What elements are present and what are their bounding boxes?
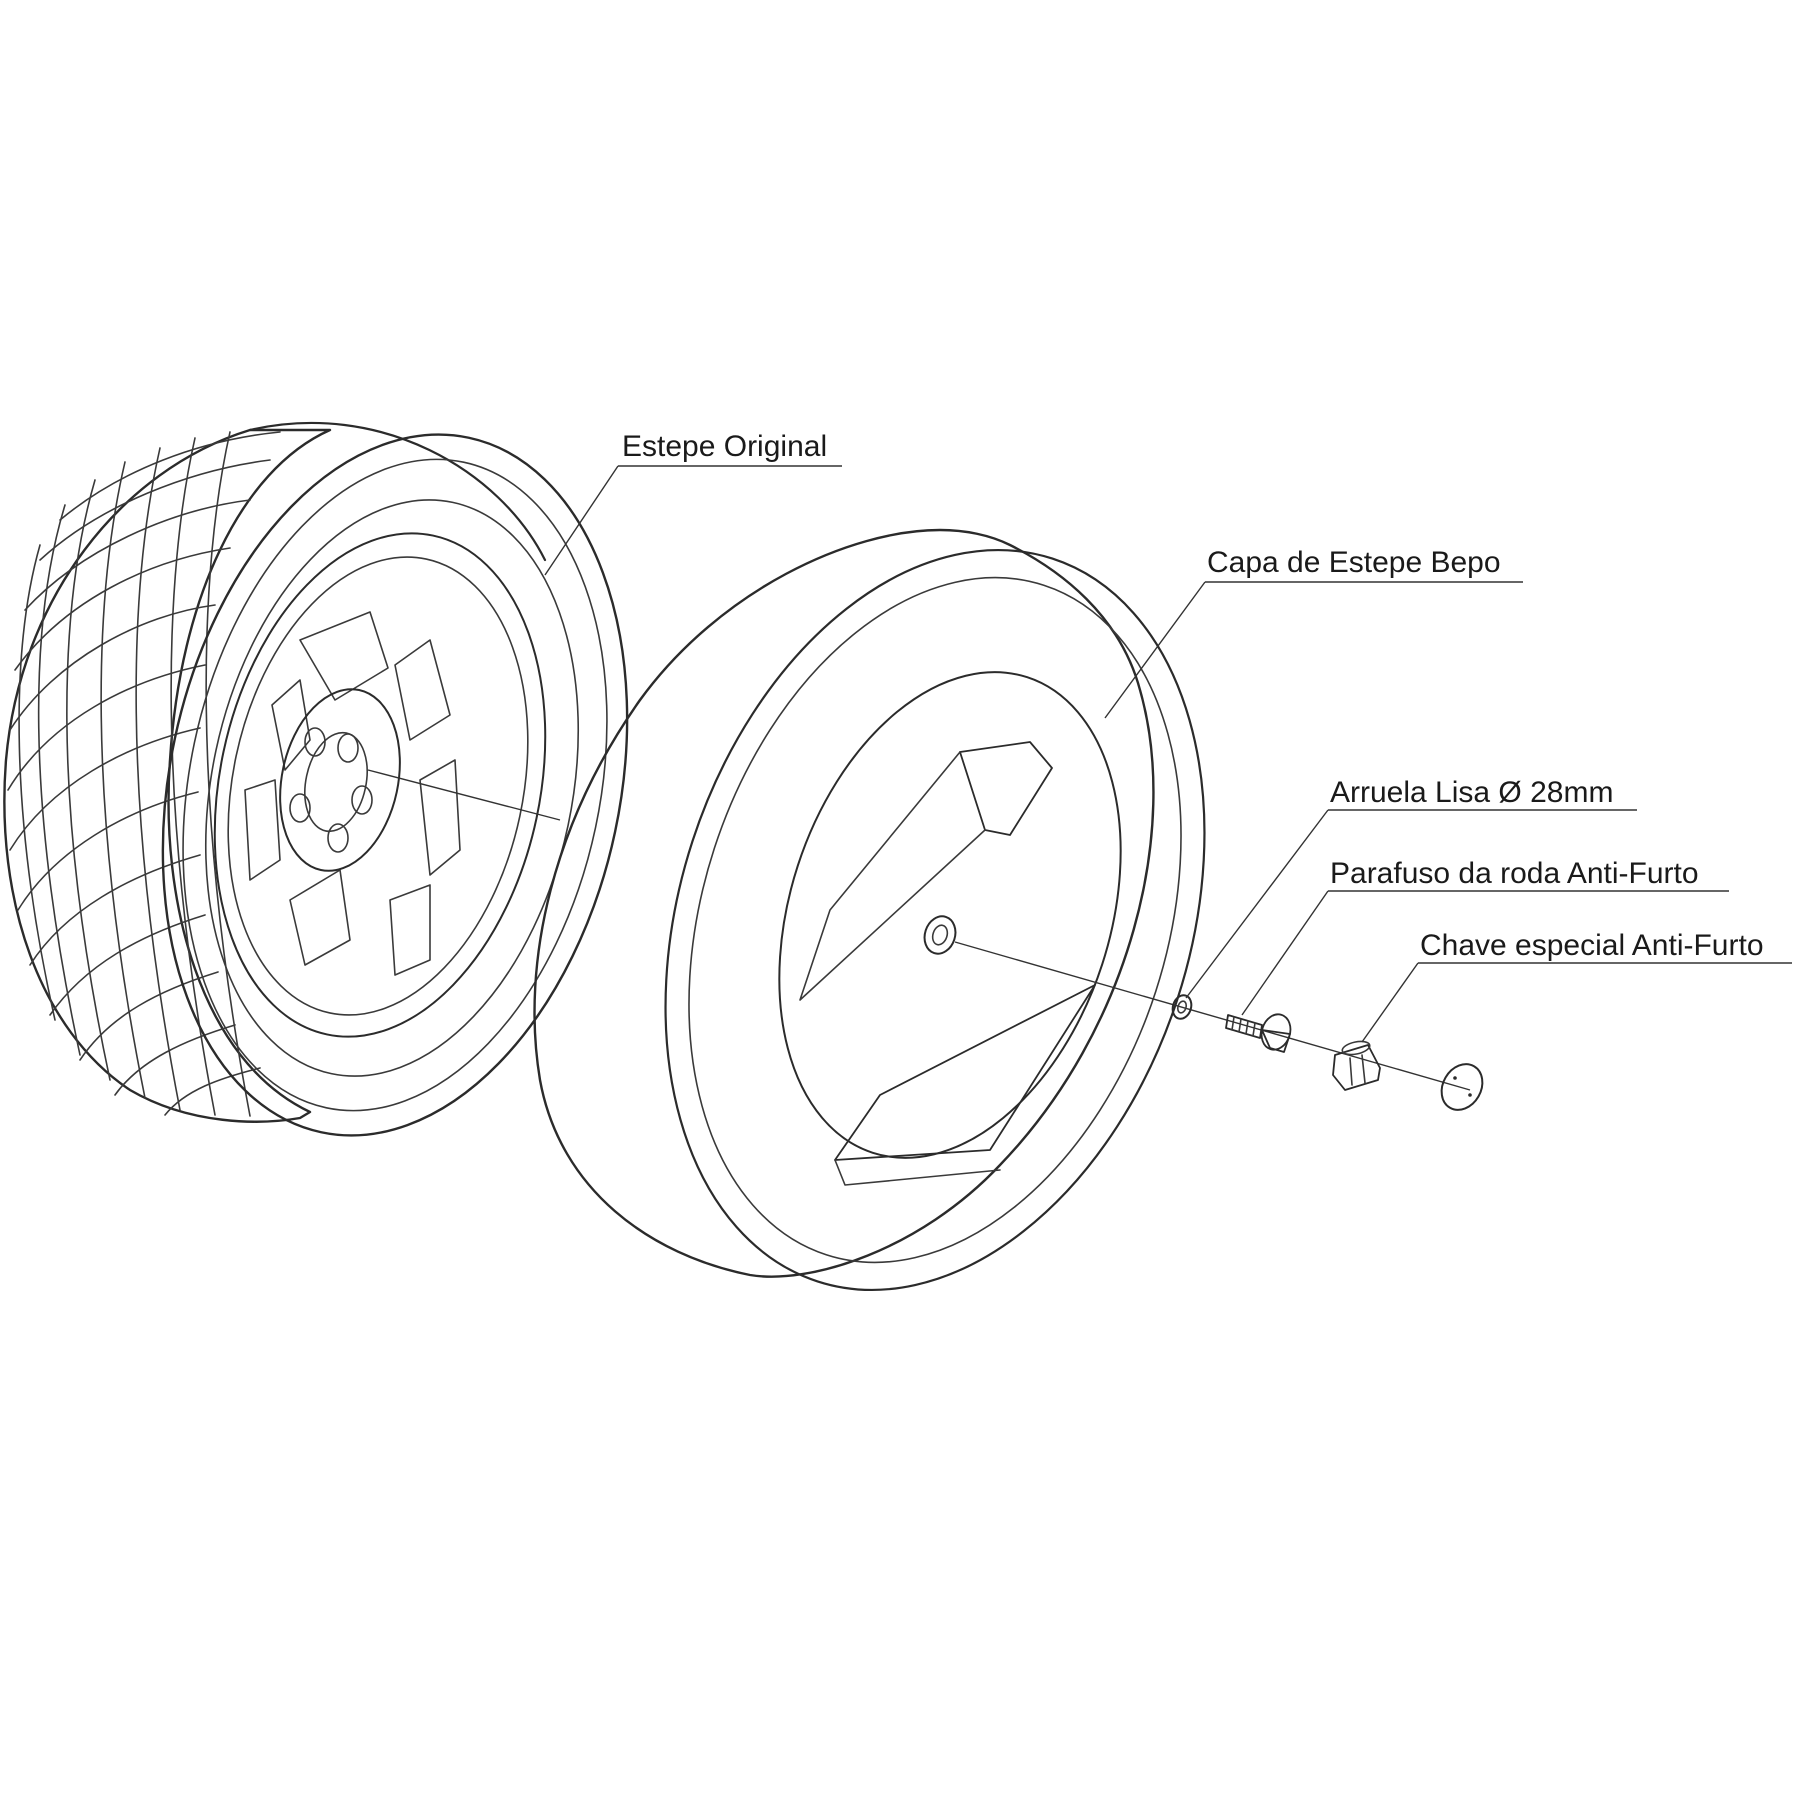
label-estepe-original: Estepe Original: [622, 430, 827, 463]
spare-tire-cover-drawing: [533, 528, 1206, 1291]
callout-arruela: Arruela Lisa Ø 28mm: [1185, 776, 1637, 999]
rim-spokes: [244, 611, 461, 976]
label-parafuso: Parafuso da roda Anti-Furto: [1330, 857, 1699, 890]
tire-tread-pattern: [7, 431, 281, 1117]
spare-tire-drawing: [3, 421, 629, 1137]
callout-capa-de-estepe: Capa de Estepe Bepo: [1104, 546, 1523, 719]
key-disc-part: [1440, 1063, 1484, 1111]
anti-theft-bolt-part: [1225, 1013, 1292, 1053]
callout-parafuso: Parafuso da roda Anti-Furto: [1241, 857, 1729, 1016]
lug-studs: [289, 727, 373, 853]
callout-chave: Chave especial Anti-Furto: [1361, 929, 1792, 1043]
label-chave: Chave especial Anti-Furto: [1420, 929, 1764, 962]
callout-estepe-original: Estepe Original: [544, 430, 842, 576]
label-arruela: Arruela Lisa Ø 28mm: [1330, 776, 1613, 809]
special-key-part: [1332, 1040, 1381, 1091]
label-capa-de-estepe: Capa de Estepe Bepo: [1207, 546, 1501, 579]
washer-part: [1171, 994, 1193, 1020]
